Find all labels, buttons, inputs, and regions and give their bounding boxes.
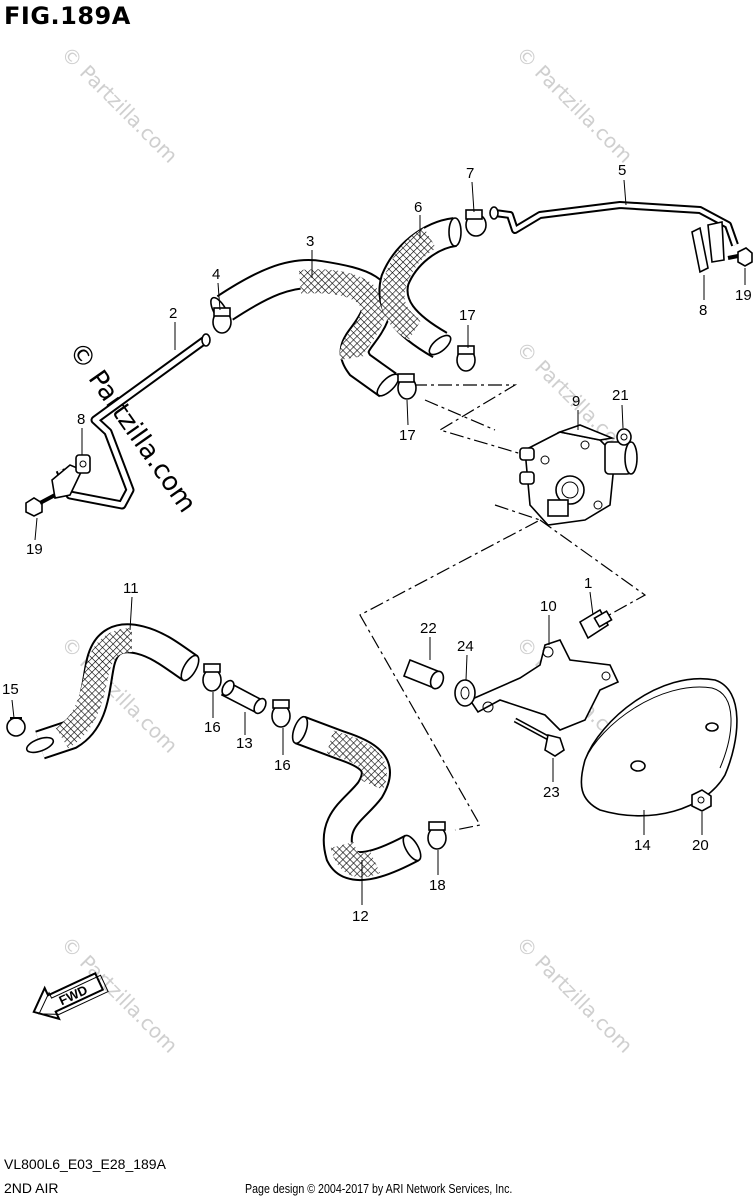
leader-lines — [11, 179, 746, 905]
callout-12: 12 — [352, 908, 369, 925]
callout-labels: 1 2 3 4 5 6 7 8 8 9 10 11 12 13 14 15 16… — [2, 162, 752, 925]
part-11-hose — [25, 623, 200, 760]
part-3-hose — [210, 259, 400, 398]
callout-15: 15 — [2, 681, 19, 698]
part-16-clip-left — [202, 663, 222, 692]
part-14-cover — [580, 677, 738, 817]
callout-17-upper: 17 — [459, 307, 476, 324]
assembly-guide-lines — [359, 384, 647, 831]
part-5-pipe — [489, 201, 739, 247]
callout-1: 1 — [584, 575, 592, 592]
watermark-small: © Partzilla.com — [511, 932, 637, 1058]
callout-13: 13 — [236, 735, 253, 752]
callout-8-right: 8 — [699, 302, 707, 319]
part-19-bolt-right — [727, 247, 753, 267]
callout-10: 10 — [540, 598, 557, 615]
callout-19-right: 19 — [735, 287, 752, 304]
part-17-clip-upper — [456, 345, 476, 372]
part-16-clip-right — [271, 699, 291, 728]
callout-9: 9 — [572, 393, 580, 410]
part-8-clamp-left — [75, 454, 91, 474]
callout-3: 3 — [306, 233, 314, 250]
figure-title: FIG.189A — [4, 2, 131, 30]
watermark-small: © Partzilla.com — [56, 42, 182, 168]
part-4-clip — [212, 307, 232, 334]
diagram-code: VL800L6_E03_E28_189A — [4, 1156, 166, 1172]
part-15-clip — [6, 717, 26, 737]
callout-20: 20 — [692, 837, 709, 854]
part-10-bracket — [468, 639, 620, 731]
callout-17-lower: 17 — [399, 427, 416, 444]
callout-2: 2 — [169, 305, 177, 322]
part-20-nut — [691, 789, 712, 812]
callout-8-left: 8 — [77, 411, 85, 428]
callout-11: 11 — [123, 580, 139, 597]
part-13-joint — [220, 679, 267, 715]
callout-21: 21 — [612, 387, 629, 404]
part-8-clamp-right — [691, 221, 725, 274]
part-23-bolt — [513, 717, 565, 757]
callout-4: 4 — [212, 266, 220, 283]
part-21-washer — [616, 428, 632, 446]
callout-5: 5 — [618, 162, 626, 179]
callout-22: 22 — [420, 620, 437, 637]
page-credit: Page design © 2004-2017 by ARI Network S… — [245, 1181, 513, 1196]
part-1-fitting — [578, 608, 613, 640]
part-18-clip — [427, 821, 447, 850]
callout-14: 14 — [634, 837, 651, 854]
part-22-collar — [402, 658, 445, 690]
watermark-small: © Partzilla.com — [511, 42, 637, 168]
callout-19-left: 19 — [26, 541, 43, 558]
watermark-group: © Partzilla.com © Partzilla.com © Partzi… — [56, 42, 637, 1058]
diagram-subtitle: 2ND AIR — [4, 1180, 59, 1196]
part-12-hose — [291, 715, 422, 882]
part-9-valve — [519, 424, 638, 526]
part-19-bolt-left — [25, 493, 56, 517]
callout-24: 24 — [457, 638, 474, 655]
part-24-grommet — [454, 679, 476, 707]
callout-23: 23 — [543, 784, 560, 801]
part-6-hose — [378, 217, 462, 359]
part-17-clip-lower — [397, 373, 417, 400]
callout-16-left: 16 — [204, 719, 221, 736]
callout-18: 18 — [429, 877, 446, 894]
callout-6: 6 — [414, 199, 422, 216]
part-7-clip — [465, 209, 487, 237]
callout-7: 7 — [466, 165, 474, 182]
callout-16-right: 16 — [274, 757, 291, 774]
